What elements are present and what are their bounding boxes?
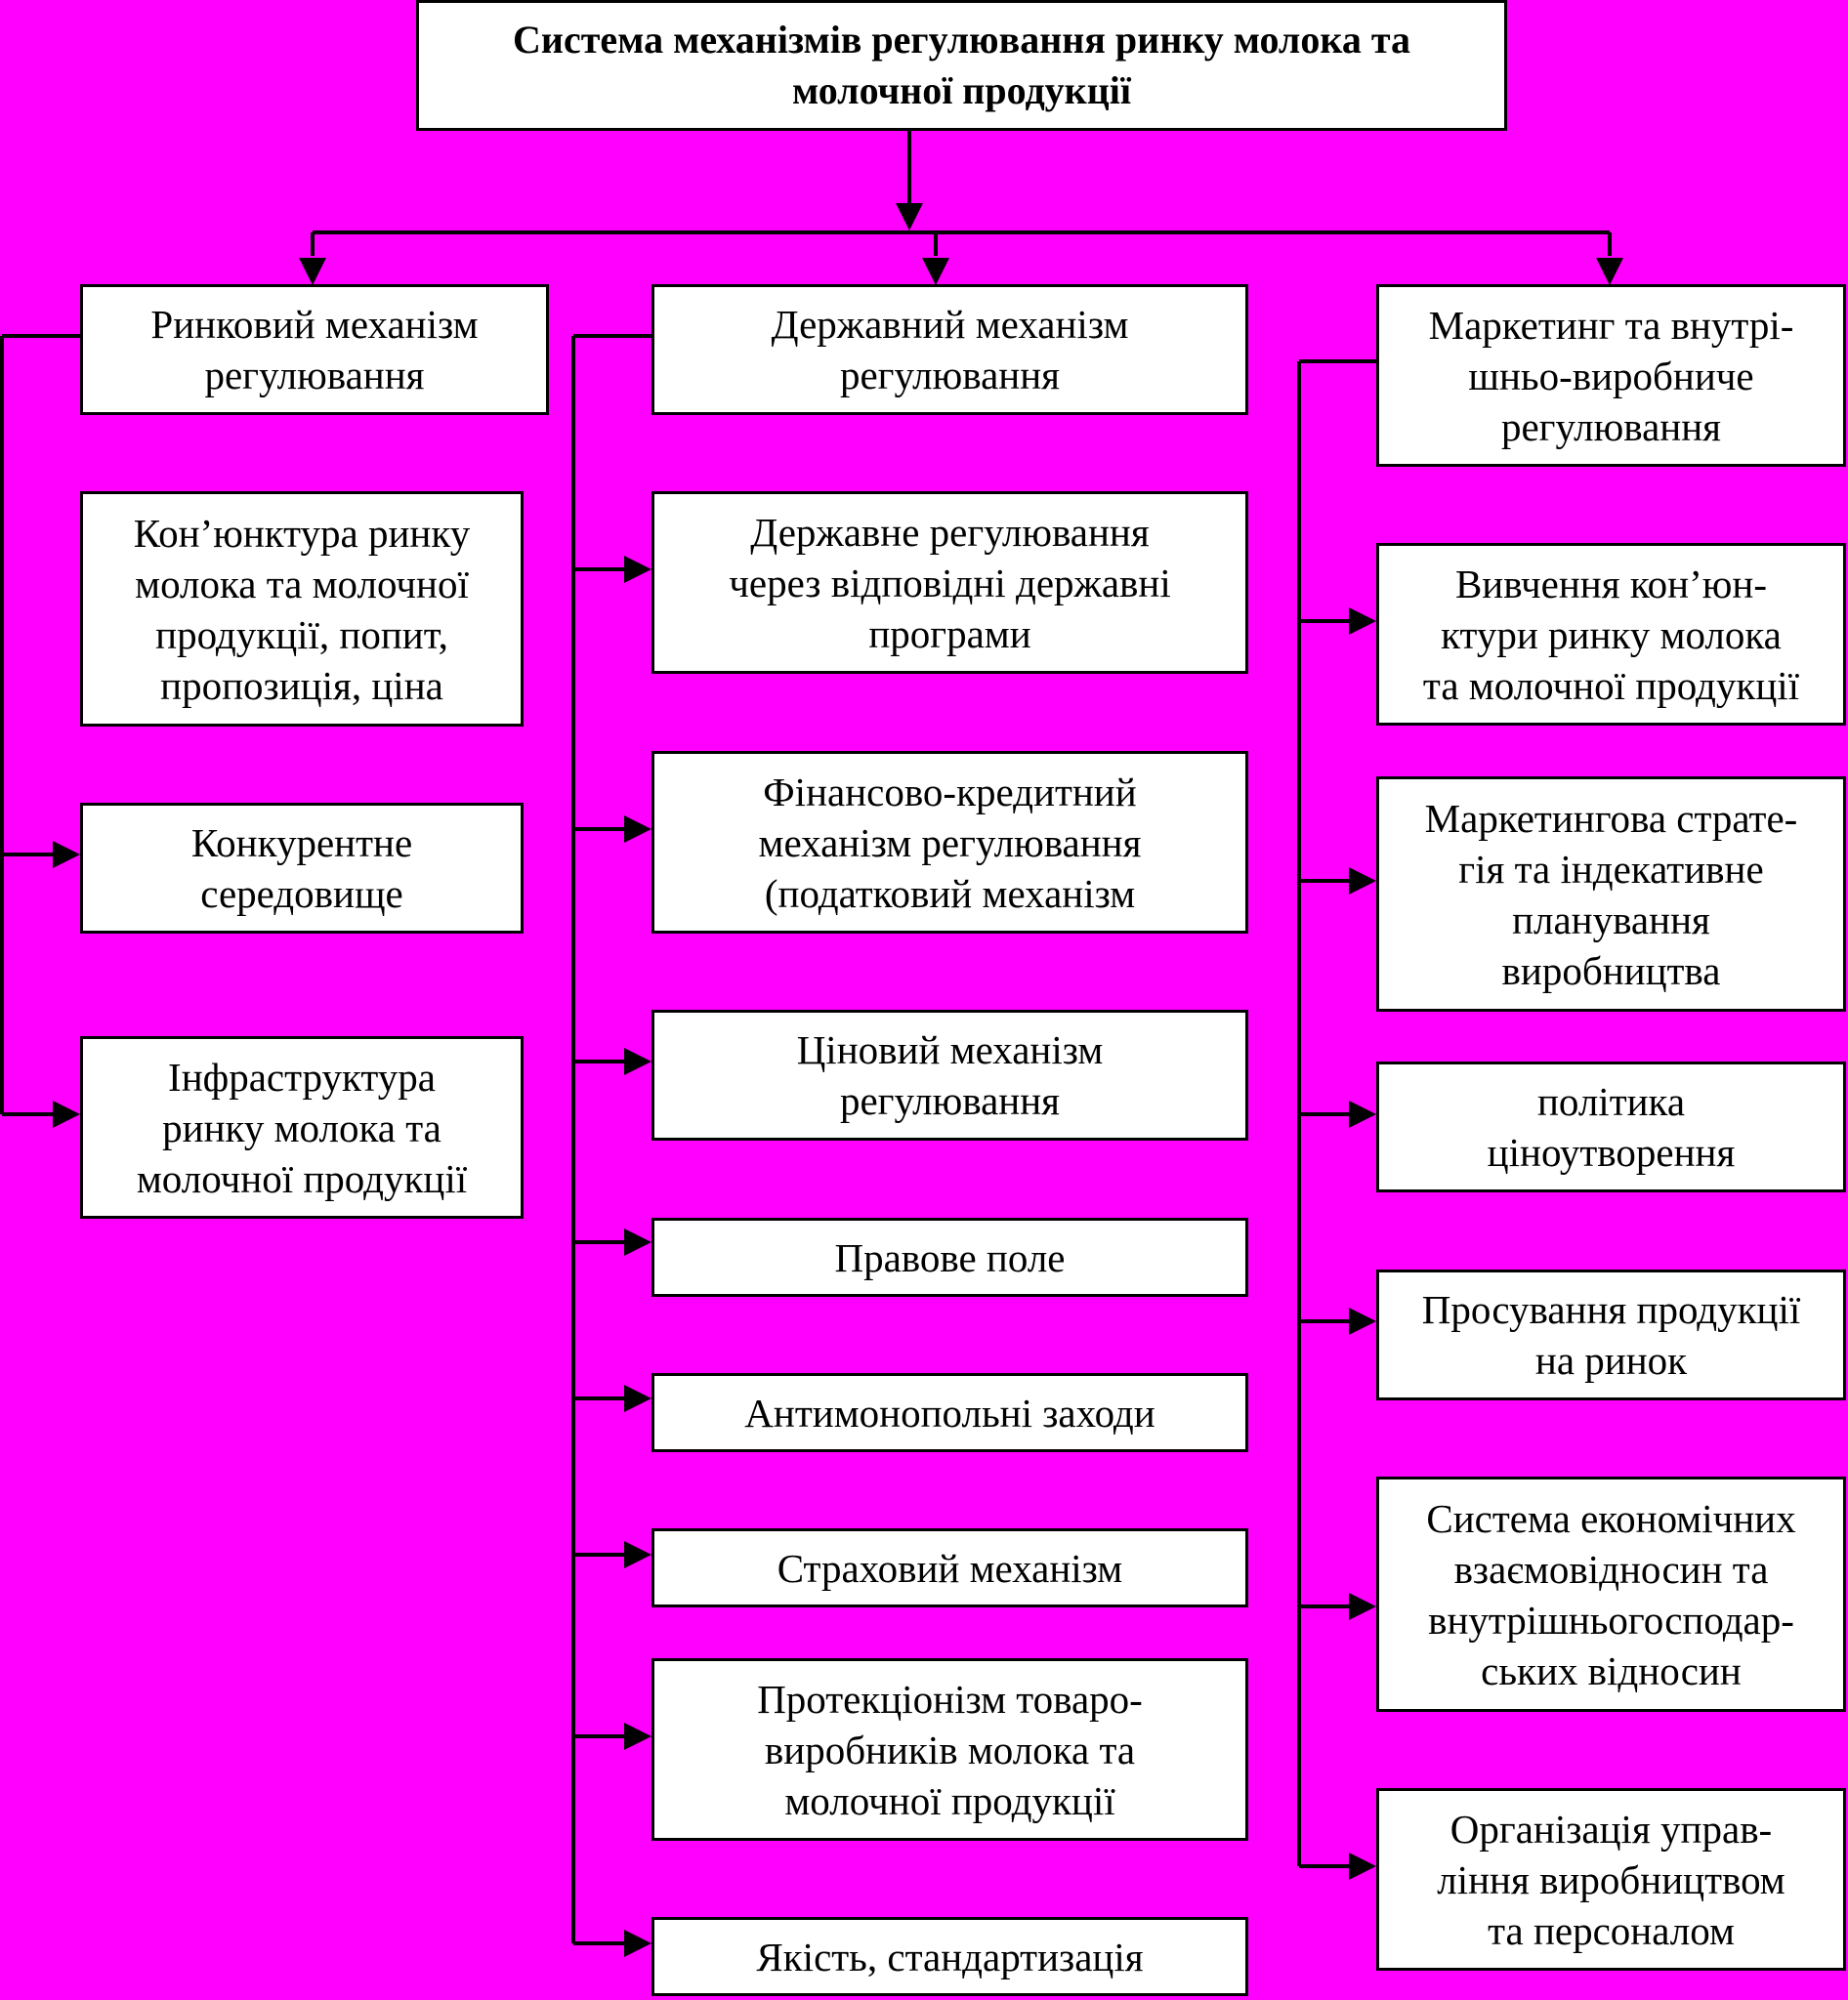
arrowhead-left-2 <box>53 841 80 868</box>
item-pricing-policy: політика ціноутворення <box>1376 1062 1846 1192</box>
item-price-mechanism: Ціновий механізм регулювання <box>651 1010 1248 1141</box>
item-market-conjuncture: Кон’юнктура ринку молока та молочної про… <box>80 491 524 727</box>
arrowhead-mid-3 <box>624 1048 651 1075</box>
arrowhead-right-5 <box>1349 1593 1376 1620</box>
item-economic-relations: Система економічних взаємовідносин та вн… <box>1376 1477 1846 1712</box>
item-legal-field: Правове поле <box>651 1218 1248 1297</box>
item-conjuncture-study: Вивчення кон’юн- ктури ринку молока та м… <box>1376 543 1846 726</box>
diagram-title-box: Система механізмів регулювання ринку мол… <box>416 0 1507 131</box>
item-financial-credit: Фінансово-кредитний механізм регулювання… <box>651 751 1248 934</box>
arrowhead-mid-4 <box>624 1229 651 1256</box>
heading-market-mechanism: Ринковий механізм регулювання <box>80 284 549 415</box>
item-marketing-strategy: Маркетингова страте- гія та індекативне … <box>1376 776 1846 1012</box>
item-product-promotion: Просування продукції на ринок <box>1376 1270 1846 1400</box>
arrowhead-branch-3 <box>1596 258 1623 285</box>
item-quality-standardization: Якість, стандартизація <box>651 1917 1248 1996</box>
arrowhead-mid-1 <box>624 556 651 583</box>
item-market-infrastructure: Інфраструктура ринку молока та молочної … <box>80 1036 524 1219</box>
arrowhead-right-1 <box>1349 607 1376 635</box>
item-insurance: Страховий механізм <box>651 1528 1248 1607</box>
arrowhead-mid-2 <box>624 815 651 843</box>
arrowhead-trunk <box>896 203 923 230</box>
item-state-programs: Державне регулювання через відповідні де… <box>651 491 1248 674</box>
heading-marketing-regulation: Маркетинг та внутрі- шньо-виробниче регу… <box>1376 284 1846 467</box>
arrowhead-right-6 <box>1349 1853 1376 1880</box>
item-antimonopoly: Антимонопольні заходи <box>651 1373 1248 1452</box>
arrowhead-branch-1 <box>299 258 326 285</box>
arrowhead-mid-7 <box>624 1723 651 1750</box>
arrowhead-right-3 <box>1349 1101 1376 1128</box>
arrowhead-right-4 <box>1349 1308 1376 1335</box>
arrowhead-right-2 <box>1349 867 1376 895</box>
arrowhead-left-3 <box>53 1101 80 1128</box>
arrowhead-mid-5 <box>624 1385 651 1412</box>
item-protectionism: Протекціонізм товаро- виробників молока … <box>651 1658 1248 1841</box>
arrowhead-branch-2 <box>922 258 949 285</box>
heading-state-mechanism: Державний механізм регулювання <box>651 284 1248 415</box>
arrowhead-mid-6 <box>624 1541 651 1568</box>
item-production-management: Організація управ- ління виробництвом та… <box>1376 1788 1846 1971</box>
arrowhead-mid-8 <box>624 1930 651 1957</box>
item-competitive-environment: Конкурентне середовище <box>80 803 524 934</box>
